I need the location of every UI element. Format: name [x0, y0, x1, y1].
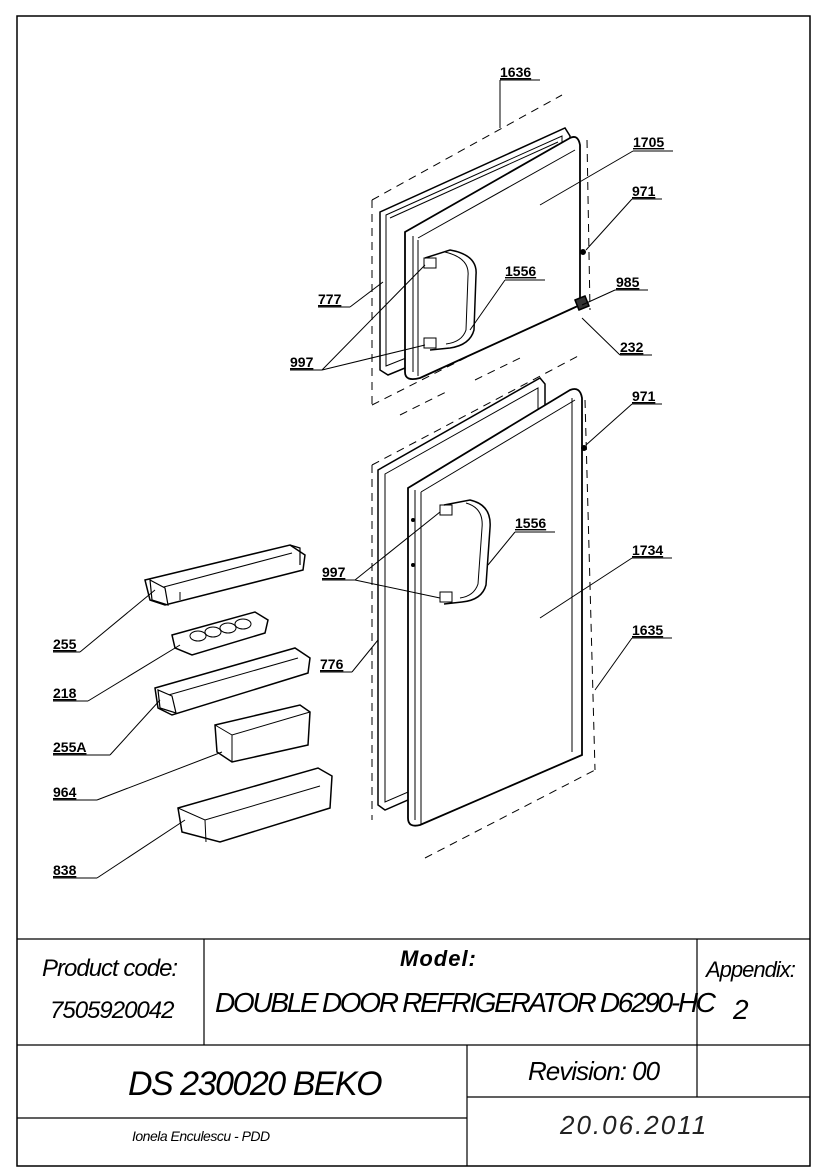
label-971-top: 971 [632, 183, 656, 199]
label-964: 964 [53, 784, 77, 800]
label-985: 985 [616, 274, 640, 290]
label-1705: 1705 [633, 134, 664, 150]
label-255: 255 [53, 636, 77, 652]
label-218: 218 [53, 685, 77, 701]
sheet-border [16, 15, 811, 1167]
butter-box-964 [214, 704, 311, 763]
label-997-bottom: 997 [322, 564, 346, 580]
label-1636: 1636 [500, 64, 531, 80]
label-971-bottom: 971 [632, 388, 656, 404]
freezer-door-group [371, 94, 591, 416]
appendix-label: Appendix: [706, 957, 796, 982]
shelf-255a [154, 647, 311, 716]
model-value: DOUBLE DOOR REFRIGERATOR D6290-HC [215, 987, 716, 1018]
leader-lines [53, 79, 673, 879]
label-255a: 255A [53, 739, 86, 755]
freezer-handle [424, 249, 477, 351]
date: 20.06.2011 [560, 1110, 709, 1140]
label-1556-bottom: 1556 [515, 515, 546, 531]
model-label: Model: [400, 946, 477, 971]
part-labels: 1636 1705 971 985 1556 777 997 232 971 1… [53, 64, 664, 878]
author: Ionela Enculescu - PDD [132, 1128, 270, 1144]
egg-tray-218 [171, 611, 269, 656]
shelf-255 [144, 544, 306, 606]
fridge-handle [443, 499, 491, 605]
revision: Revision: 00 [528, 1056, 660, 1086]
label-777: 777 [318, 291, 342, 307]
hinge-232 [574, 295, 590, 311]
label-232: 232 [620, 339, 644, 355]
fridge-door-panel [407, 388, 583, 827]
accessories-group [144, 544, 333, 843]
label-776: 776 [320, 656, 344, 672]
bottle-shelf-838 [177, 767, 333, 843]
label-1556-top: 1556 [505, 263, 536, 279]
fridge-door-group [371, 354, 596, 859]
label-997-top: 997 [290, 354, 314, 370]
document-number: DS 230020 BEKO [128, 1065, 383, 1103]
product-code-label: Product code: [42, 955, 178, 982]
label-1635: 1635 [632, 622, 663, 638]
label-1734: 1734 [632, 542, 663, 558]
title-block-grid [17, 938, 810, 1166]
appendix-value: 2 [733, 994, 749, 1025]
label-838: 838 [53, 862, 77, 878]
product-code-value: 7505920042 [50, 997, 174, 1024]
